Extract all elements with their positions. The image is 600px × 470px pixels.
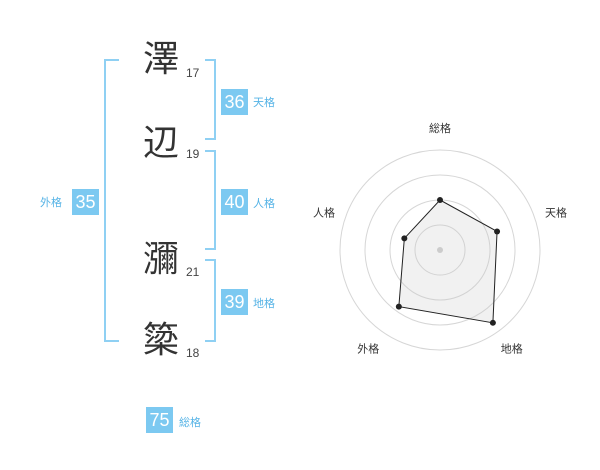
stroke-count-4: 18	[186, 346, 200, 360]
name-char-4: 簗	[143, 320, 180, 361]
jinkaku-label: 人格	[253, 197, 275, 210]
name-char-3: 瀰	[143, 239, 180, 280]
radar-ring-1	[414, 224, 466, 276]
tenkaku-bracket	[205, 59, 216, 140]
jinkaku-value-badge: 40	[221, 189, 248, 215]
gaikaku-bracket	[104, 59, 119, 342]
soukaku-value-badge: 75	[146, 407, 173, 433]
radar-point-4	[395, 303, 402, 310]
tenkaku-value-badge: 36	[221, 89, 248, 115]
radar-axis-label-3: 地格	[501, 342, 523, 356]
soukaku-label: 総格	[179, 416, 201, 429]
name-char-2: 辺	[143, 123, 180, 164]
radar-axis-label-2: 天格	[545, 205, 567, 219]
radar-point-1	[437, 197, 443, 203]
name-char-1: 澤	[143, 39, 180, 80]
radar-data-polygon	[398, 199, 498, 324]
radar-ring-3	[364, 174, 516, 326]
gaikaku-value-badge: 35	[72, 189, 99, 215]
tenkaku-label: 天格	[253, 96, 275, 109]
stroke-count-1: 17	[186, 66, 200, 80]
stroke-count-3: 21	[186, 265, 200, 279]
stroke-count-2: 19	[186, 147, 200, 161]
radar-axis-label-5: 人格	[313, 205, 335, 219]
chikaku-value-badge: 39	[221, 289, 248, 315]
radar-axis-label-4: 外格	[357, 342, 379, 356]
chikaku-bracket	[205, 259, 216, 342]
radar-point-5	[401, 235, 408, 242]
radar-axis-label-1: 総格	[429, 121, 451, 135]
gaikaku-label: 外格	[40, 196, 62, 209]
radar-point-2	[494, 228, 501, 235]
chikaku-label: 地格	[253, 297, 275, 310]
jinkaku-bracket	[205, 150, 216, 250]
radar-ring-4	[339, 149, 541, 351]
radar-point-3	[489, 319, 496, 326]
radar-center-dot	[437, 247, 443, 253]
